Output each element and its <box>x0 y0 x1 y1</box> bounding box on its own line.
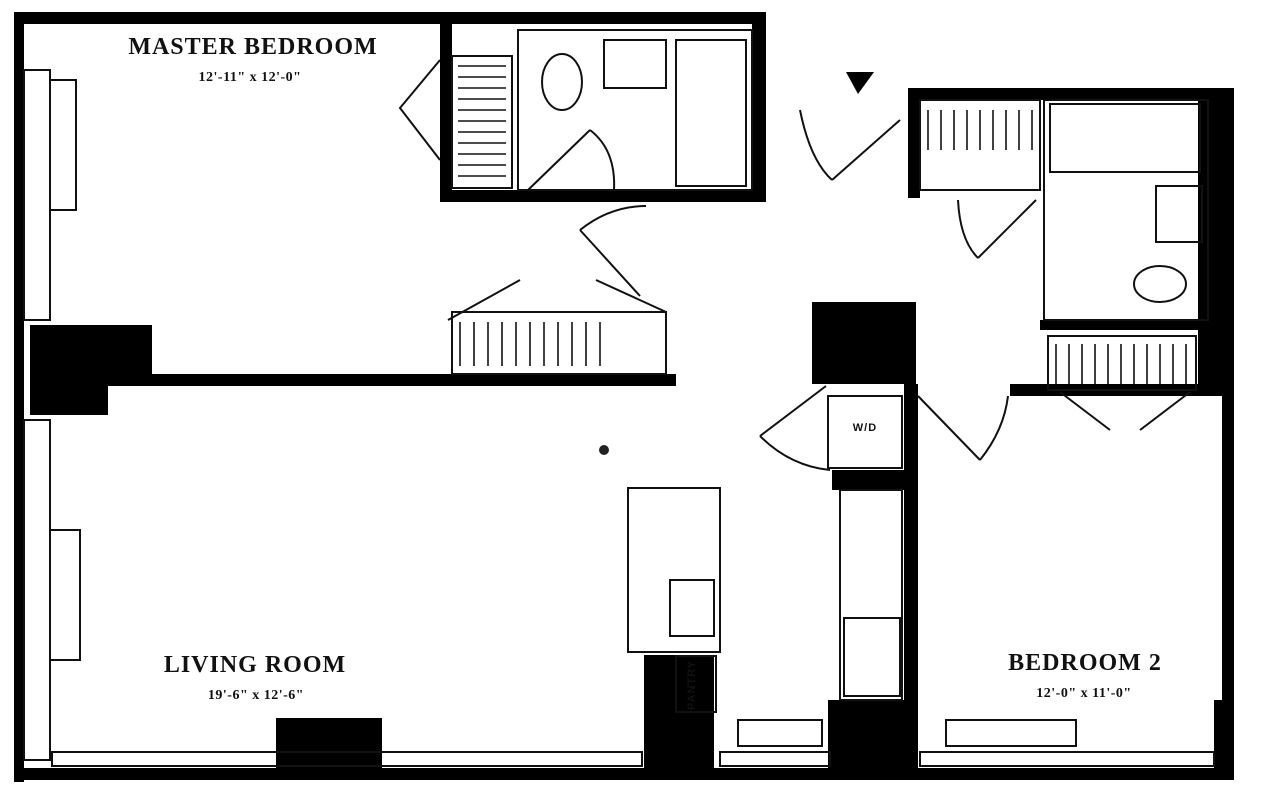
column-bottom <box>276 718 382 770</box>
column-left-lower <box>30 385 108 415</box>
closet-bath2 <box>919 99 1041 191</box>
door-bath1 <box>527 129 591 191</box>
bedroom-2-dims: 12'-0" x 11'-0" <box>1036 686 1132 701</box>
pantry-box <box>675 655 717 713</box>
bedroom-2-label: BEDROOM 2 <box>1008 650 1162 676</box>
entry-arrow <box>846 72 874 94</box>
master-bedroom-label: MASTER BEDROOM <box>128 34 378 60</box>
door-bath1-swing <box>589 129 616 191</box>
ceiling-marker <box>599 445 609 455</box>
wd-box <box>827 395 903 469</box>
column-center <box>812 302 916 384</box>
door-wd-swing <box>759 435 831 471</box>
window-bottom-2 <box>719 751 831 767</box>
door-master <box>579 229 641 297</box>
wall-closet-left <box>440 20 452 190</box>
living-room-label: LIVING ROOM <box>163 652 347 678</box>
tub-bath2 <box>1049 103 1201 173</box>
closet-rods <box>458 65 1187 384</box>
kitchen-sink <box>669 579 715 637</box>
wall-bath2-left <box>908 88 920 198</box>
door-master-closet-1 <box>398 59 441 161</box>
master-bath <box>517 29 753 191</box>
wall-bath1-bottom <box>440 190 764 202</box>
door-wd <box>759 385 827 437</box>
bath-2 <box>1043 99 1209 321</box>
window-bottom-3 <box>919 751 1215 767</box>
range <box>843 617 901 697</box>
living-radiator <box>737 719 823 747</box>
door-master-closet <box>447 279 667 321</box>
kitchen-counter <box>839 489 903 701</box>
window-left-4 <box>49 529 81 661</box>
column-corner-br <box>1214 700 1234 770</box>
wall-range-block <box>828 700 908 768</box>
door-bed2-closet <box>1059 391 1191 431</box>
toilet-master <box>541 53 583 111</box>
door-entry <box>831 119 901 181</box>
sink-master <box>603 39 667 89</box>
window-bottom-1 <box>51 751 643 767</box>
wall-bath2-bottom <box>1040 320 1210 330</box>
window-left-1 <box>23 69 51 321</box>
wall-bath2-right <box>1198 96 1226 396</box>
living-room-dims: 19'-6" x 12'-6" <box>207 688 305 703</box>
wall-left <box>14 12 24 782</box>
wall-top-master <box>14 12 764 24</box>
window-left-3 <box>23 419 51 761</box>
kitchen-island <box>627 487 721 653</box>
master-closet-2 <box>451 311 667 375</box>
door-bath2 <box>977 199 1037 259</box>
tub-master <box>675 39 747 187</box>
sink-bath2 <box>1155 185 1203 243</box>
door-bed2 <box>917 395 981 461</box>
washer-dryer-label: W/D <box>852 422 878 434</box>
wall-bottom <box>14 768 1232 780</box>
toilet-bath2 <box>1133 265 1187 303</box>
door-master-swing <box>579 205 647 231</box>
wall-master-living <box>30 374 676 386</box>
wall-master-top-right <box>752 12 766 202</box>
pantry-label: PANTRY <box>686 660 698 710</box>
door-bath2-swing <box>957 199 979 259</box>
master-bedroom-dims: 12'-11" x 12'-0" <box>198 70 302 85</box>
column-left <box>30 325 152 385</box>
wall-bath2-top <box>908 88 1234 100</box>
closet-bed2 <box>1047 335 1197 391</box>
door-entry-swing <box>799 109 833 181</box>
master-closet-1 <box>451 55 513 189</box>
bed2-radiator <box>945 719 1077 747</box>
door-bed2-swing <box>979 395 1009 461</box>
wall-kitchen-right <box>832 470 908 490</box>
window-left-2 <box>49 79 77 211</box>
